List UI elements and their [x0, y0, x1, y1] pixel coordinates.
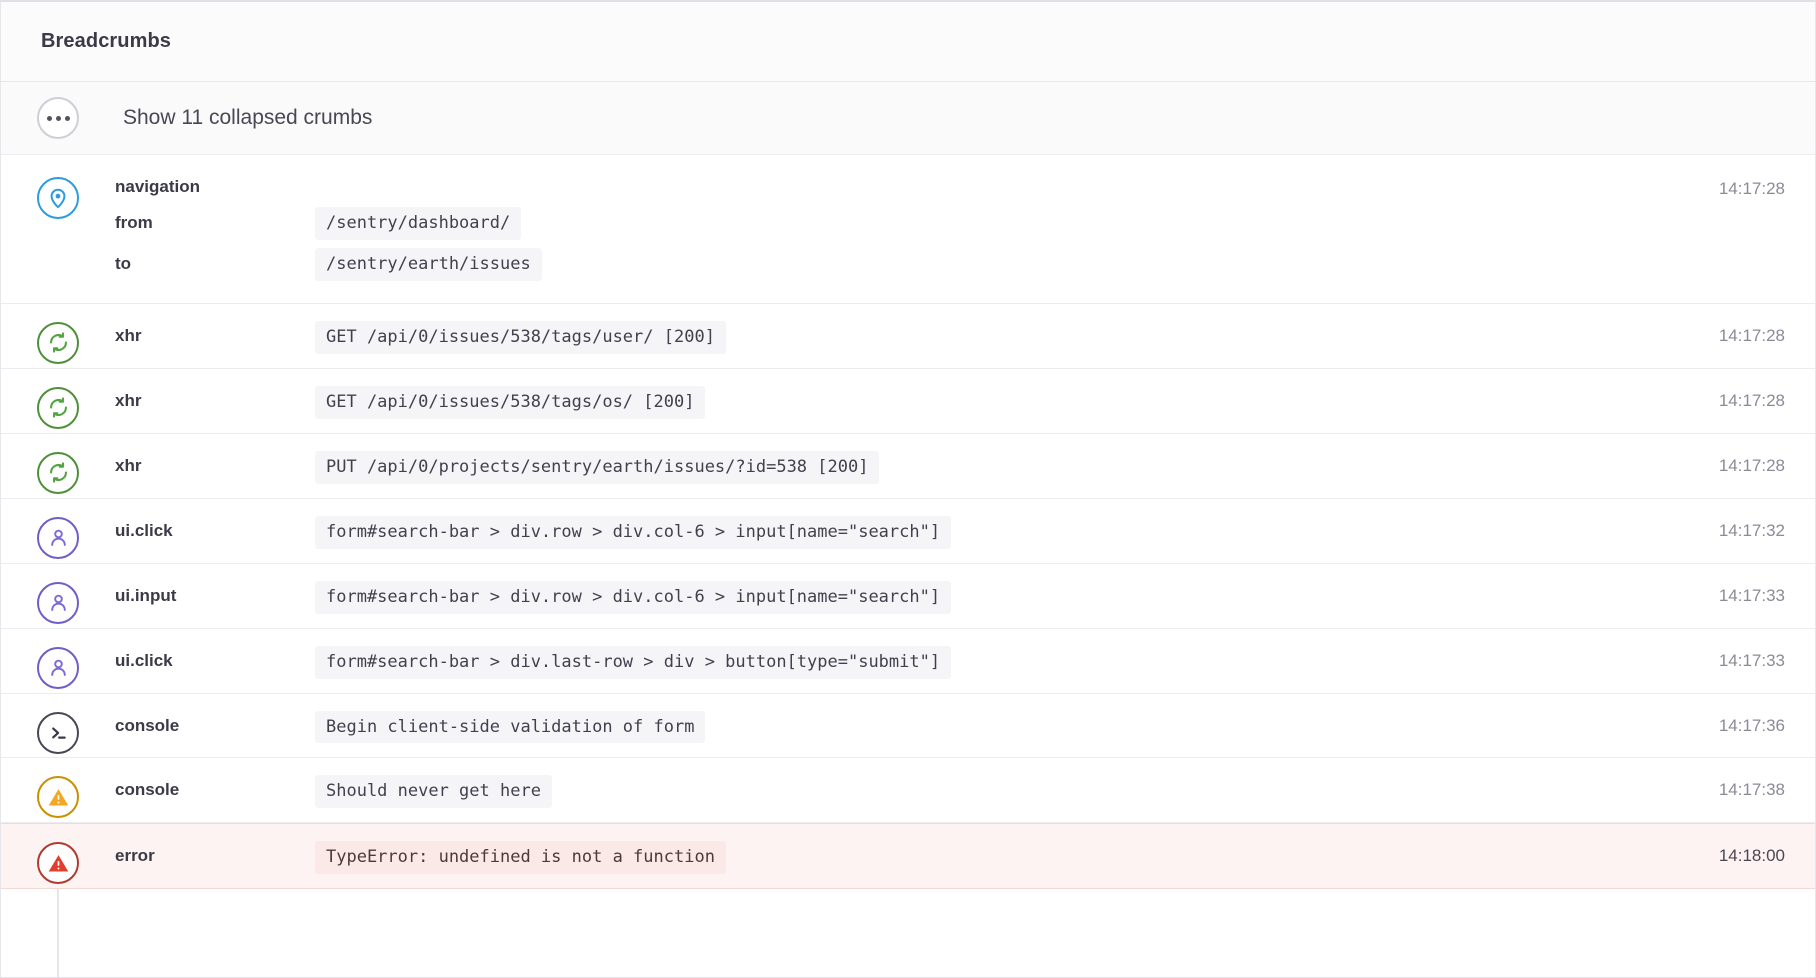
crumb-message: TypeError: undefined is not a function [315, 841, 726, 875]
crumb-type-label: console [115, 715, 180, 735]
breadcrumb-row[interactable]: ui.click form#search-bar > div.last-row >… [1, 628, 1815, 694]
icon-cell [1, 369, 115, 429]
icon-cell [1, 694, 115, 754]
breadcrumb-row[interactable]: console Should never get here 14:17:38 [1, 758, 1815, 824]
crumb-main: navigation [115, 172, 1615, 197]
crumb-main: error TypeError: undefined is not a funct… [115, 841, 1615, 875]
crumb-main: xhr GET /api/0/issues/538/tags/user/ [200… [115, 320, 1615, 354]
icon-cell [1, 564, 115, 624]
crumb-content: xhr PUT /api/0/projects/sentry/earth/issu… [115, 434, 1635, 498]
crumb-timestamp: 14:17:36 [1718, 715, 1785, 735]
crumb-content: navigation from/sentry/dashboard/to/sentr… [115, 155, 1635, 303]
icon-cell [1, 499, 115, 559]
crumb-timestamp: 14:17:33 [1718, 650, 1785, 670]
crumb-message: form#search-bar > div.last-row > div > b… [315, 645, 952, 679]
crumb-detail-row: to/sentry/earth/issues [115, 247, 1615, 281]
icon-cell [1, 97, 115, 139]
terminal-icon [37, 711, 79, 754]
crumb-main: console Should never get here [115, 775, 1615, 809]
crumb-type-label: ui.click [115, 650, 173, 670]
refresh-sync-icon [37, 321, 79, 364]
breadcrumb-row[interactable]: xhr PUT /api/0/projects/sentry/earth/issu… [1, 433, 1815, 499]
crumb-main: ui.click form#search-bar > div.row > div.… [115, 515, 1615, 549]
icon-cell [1, 155, 115, 219]
crumb-detail-value: /sentry/dashboard/ [315, 207, 522, 240]
crumb-content: ui.click form#search-bar > div.last-row >… [115, 629, 1635, 693]
crumb-type-label: console [115, 780, 180, 800]
breadcrumb-row[interactable]: error TypeError: undefined is not a funct… [1, 823, 1815, 890]
icon-cell [1, 304, 115, 364]
crumb-main: ui.input form#search-bar > div.row > div.… [115, 580, 1615, 614]
crumb-detail-key: to [115, 254, 132, 274]
crumb-message: GET /api/0/issues/538/tags/user/ [200] [315, 320, 726, 354]
icon-cell [1, 434, 115, 494]
crumb-type-label: error [115, 846, 155, 866]
icon-cell [1, 758, 115, 819]
page-title: Breadcrumbs [41, 30, 172, 52]
crumb-type-label: ui.input [115, 585, 177, 605]
crumb-content: xhr GET /api/0/issues/538/tags/os/ [200] [115, 369, 1635, 433]
crumb-main: xhr GET /api/0/issues/538/tags/os/ [200] [115, 385, 1615, 419]
warning-triangle-icon [37, 776, 79, 819]
collapsed-content: Show 11 collapsed crumbs [115, 106, 1815, 130]
crumb-message: form#search-bar > div.row > div.col-6 > … [315, 515, 952, 549]
crumb-content: xhr GET /api/0/issues/538/tags/user/ [200… [115, 304, 1635, 368]
crumb-timestamp: 14:17:28 [1718, 390, 1785, 410]
refresh-sync-icon [37, 386, 79, 429]
crumb-main: console Begin client-side validation of f… [115, 710, 1615, 744]
crumb-content: ui.click form#search-bar > div.row > div.… [115, 499, 1635, 563]
crumb-timestamp: 14:17:32 [1718, 520, 1785, 540]
crumb-timestamp: 14:17:38 [1718, 780, 1785, 800]
crumb-type-label: navigation [115, 177, 201, 196]
user-icon [37, 516, 79, 559]
refresh-sync-icon [37, 451, 79, 494]
crumb-content: console Should never get here [115, 758, 1635, 822]
crumb-content: ui.input form#search-bar > div.row > div.… [115, 564, 1635, 628]
crumb-detail-value: /sentry/earth/issues [315, 247, 542, 281]
crumb-message: form#search-bar > div.row > div.col-6 > … [315, 580, 952, 614]
crumb-timestamp: 14:17:33 [1718, 585, 1785, 605]
crumb-type-label: xhr [115, 325, 142, 345]
crumb-content: error TypeError: undefined is not a funct… [115, 824, 1635, 888]
show-collapsed-crumbs-label[interactable]: Show 11 collapsed crumbs [123, 106, 373, 129]
user-icon [37, 581, 79, 624]
ellipsis-icon[interactable] [37, 97, 79, 139]
icon-cell [1, 824, 115, 885]
location-pin-icon [37, 177, 79, 219]
crumb-content: console Begin client-side validation of f… [115, 694, 1635, 758]
panel-header: Breadcrumbs [1, 2, 1815, 82]
breadcrumb-row[interactable]: navigation from/sentry/dashboard/to/sentr… [1, 155, 1815, 304]
user-icon [37, 646, 79, 689]
crumb-type-label: xhr [115, 455, 142, 475]
crumb-timestamp: 14:17:28 [1718, 325, 1785, 345]
breadcrumb-row[interactable]: ui.click form#search-bar > div.row > div.… [1, 498, 1815, 564]
crumb-message: PUT /api/0/projects/sentry/earth/issues/… [315, 450, 880, 484]
crumb-main: xhr PUT /api/0/projects/sentry/earth/issu… [115, 450, 1615, 484]
crumb-timestamp: 14:17:28 [1718, 179, 1785, 198]
crumb-type-label: xhr [115, 390, 142, 410]
breadcrumb-row[interactable]: ui.input form#search-bar > div.row > div.… [1, 563, 1815, 629]
crumb-timestamp: 14:18:00 [1718, 846, 1785, 866]
crumb-type-label: ui.click [115, 520, 173, 540]
show-collapsed-crumbs-row[interactable]: Show 11 collapsed crumbs [1, 82, 1815, 155]
breadcrumb-row[interactable]: xhr GET /api/0/issues/538/tags/user/ [200… [1, 303, 1815, 369]
crumb-message: Should never get here [315, 775, 552, 809]
breadcrumb-row[interactable]: console Begin client-side validation of f… [1, 693, 1815, 759]
crumb-timestamp: 14:17:28 [1718, 455, 1785, 475]
crumb-main: ui.click form#search-bar > div.last-row >… [115, 645, 1615, 679]
crumb-detail-row: from/sentry/dashboard/ [115, 207, 1615, 240]
error-triangle-icon [37, 842, 79, 885]
crumb-detail-key: from [115, 213, 153, 233]
crumb-message: GET /api/0/issues/538/tags/os/ [200] [315, 385, 706, 419]
crumb-detail-list: from/sentry/dashboard/to/sentry/earth/is… [115, 207, 1615, 281]
breadcrumb-row[interactable]: xhr GET /api/0/issues/538/tags/os/ [200] 1… [1, 368, 1815, 434]
crumb-message: Begin client-side validation of form [315, 710, 706, 744]
icon-cell [1, 629, 115, 689]
